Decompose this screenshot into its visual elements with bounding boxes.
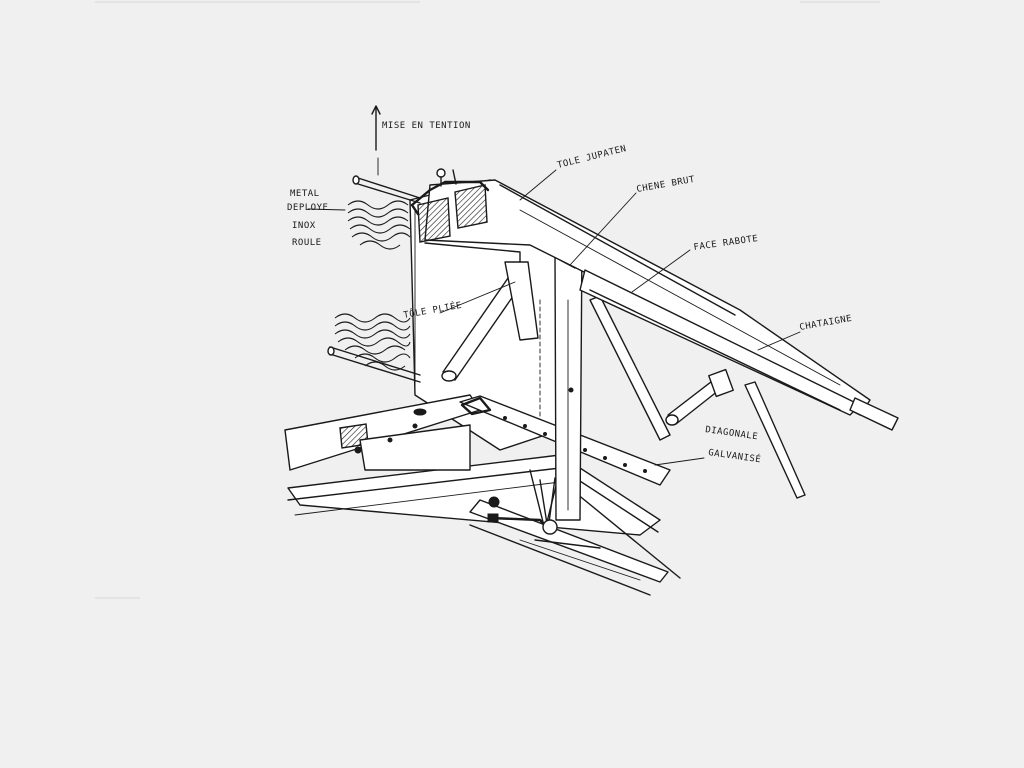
label-metal-2: DEPLOYE xyxy=(287,203,328,213)
tension-rods xyxy=(327,175,421,383)
label-metal-4: ROULE xyxy=(292,238,322,248)
label-chene-brut: CHENE BRUT xyxy=(636,175,696,195)
label-tole-jupaten: TOLE JUPATEN xyxy=(556,144,627,171)
label-chataigne: CHATAIGNE xyxy=(799,314,853,333)
label-diagonale-2: GALVANISÉ xyxy=(708,446,762,465)
main-sloped-beam xyxy=(424,179,899,431)
label-metal-1: METAL xyxy=(290,189,320,199)
lower-girder xyxy=(287,454,681,596)
label-diagonale-1: DIAGONALE xyxy=(705,425,759,442)
tension-arrow xyxy=(371,105,381,176)
expanded-metal-mesh-upper xyxy=(347,200,411,250)
vertical-post xyxy=(554,239,583,521)
label-face-rabote: FACE RABOTE xyxy=(693,234,759,253)
label-metal-3: INOX xyxy=(292,221,316,231)
diagonal-tube-right xyxy=(589,295,806,499)
leader-lines xyxy=(307,169,801,466)
top-sheet-profile xyxy=(410,168,490,216)
beam-section-hatched xyxy=(417,184,521,263)
clamp-fitting xyxy=(487,469,601,549)
label-tension: MISE EN TENTION xyxy=(382,121,471,131)
expanded-metal-mesh-lower xyxy=(334,313,411,371)
diagonal-tube-left xyxy=(441,261,539,382)
